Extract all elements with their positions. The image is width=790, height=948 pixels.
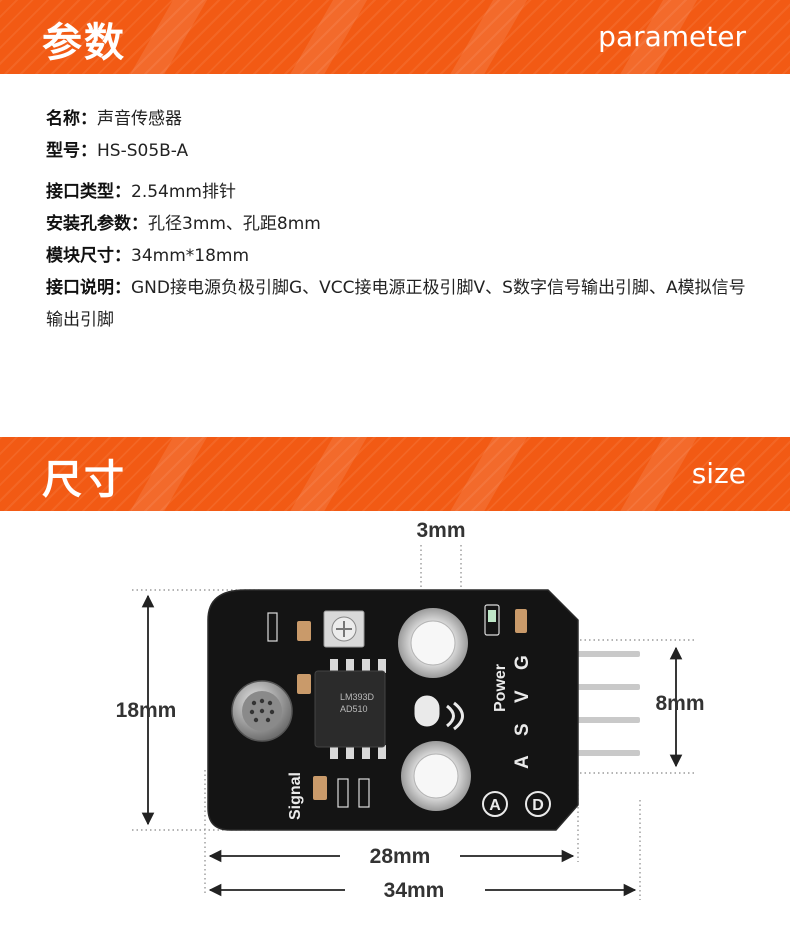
param-label: 型号： — [46, 141, 97, 161]
chip-sublabel: AD510 — [340, 704, 368, 714]
size-title: 尺寸 — [42, 457, 126, 503]
param-list: 名称：声音传感器 型号：HS-S05B-A 接口类型：2.54mm排针 安装孔参… — [46, 103, 746, 336]
param-label: 名称： — [46, 109, 97, 129]
chip-label: LM393D — [340, 692, 375, 702]
dimension-drawing: LM393D AD510 Power G V S A Signal A D — [116, 519, 705, 902]
pin-label-g: G — [512, 655, 533, 670]
signal-label: Signal — [287, 772, 304, 820]
pin-label-v: V — [512, 690, 533, 703]
hole-diameter-label: 3mm — [416, 519, 465, 542]
param-row-interface-desc: 接口说明：GND接电源负极引脚G、VCC接电源正极引脚V、S数字信号输出引脚、A… — [46, 272, 746, 336]
param-row-interface-type: 接口类型：2.54mm排针 — [46, 176, 746, 208]
param-row-model: 型号：HS-S05B-A — [46, 135, 746, 167]
pin-label-a: A — [512, 755, 533, 769]
digital-badge: D — [525, 791, 551, 817]
param-label: 安装孔参数： — [46, 214, 148, 234]
param-row-mount-holes: 安装孔参数：孔径3mm、孔距8mm — [46, 208, 746, 240]
param-value: GND接电源负极引脚G、VCC接电源正极引脚V、S数字信号输出引脚、A模拟信号输… — [46, 278, 746, 330]
param-value: HS-S05B-A — [97, 141, 189, 161]
microphone — [231, 680, 293, 742]
param-value: 2.54mm排针 — [131, 182, 236, 202]
hole-span-label: 28mm — [370, 845, 431, 868]
mounting-hole-bottom — [401, 741, 471, 811]
potentiometer — [323, 610, 365, 648]
sound-icon — [414, 695, 464, 731]
smd-components — [267, 604, 527, 808]
params-subtitle: parameter — [598, 20, 746, 53]
width-label: 34mm — [384, 879, 445, 902]
param-value: 34mm*18mm — [131, 246, 250, 266]
comparator-chip: LM393D AD510 — [314, 659, 386, 759]
params-title: 参数 — [42, 20, 126, 66]
param-label: 模块尺寸： — [46, 246, 131, 266]
params-banner: 参数 parameter — [0, 0, 790, 74]
height-label: 18mm — [116, 699, 177, 722]
pin-label-s: S — [512, 723, 533, 736]
mounting-hole-top — [398, 608, 468, 678]
param-label: 接口说明： — [46, 278, 131, 298]
digital-badge-label: D — [532, 797, 544, 814]
param-label: 接口类型： — [46, 182, 131, 202]
pin-pitch-label: 8mm — [655, 692, 704, 715]
power-label: Power — [492, 664, 509, 712]
param-value: 声音传感器 — [97, 109, 182, 129]
param-row-name: 名称：声音传感器 — [46, 103, 746, 135]
param-value: 孔径3mm、孔距8mm — [148, 214, 321, 234]
size-banner: 尺寸 size — [0, 437, 790, 511]
analog-badge: A — [482, 791, 508, 817]
pcb-board — [207, 589, 579, 831]
dimension-arrows — [141, 594, 683, 897]
param-row-module-size: 模块尺寸：34mm*18mm — [46, 240, 746, 272]
analog-badge-label: A — [489, 797, 501, 814]
size-subtitle: size — [691, 457, 746, 490]
